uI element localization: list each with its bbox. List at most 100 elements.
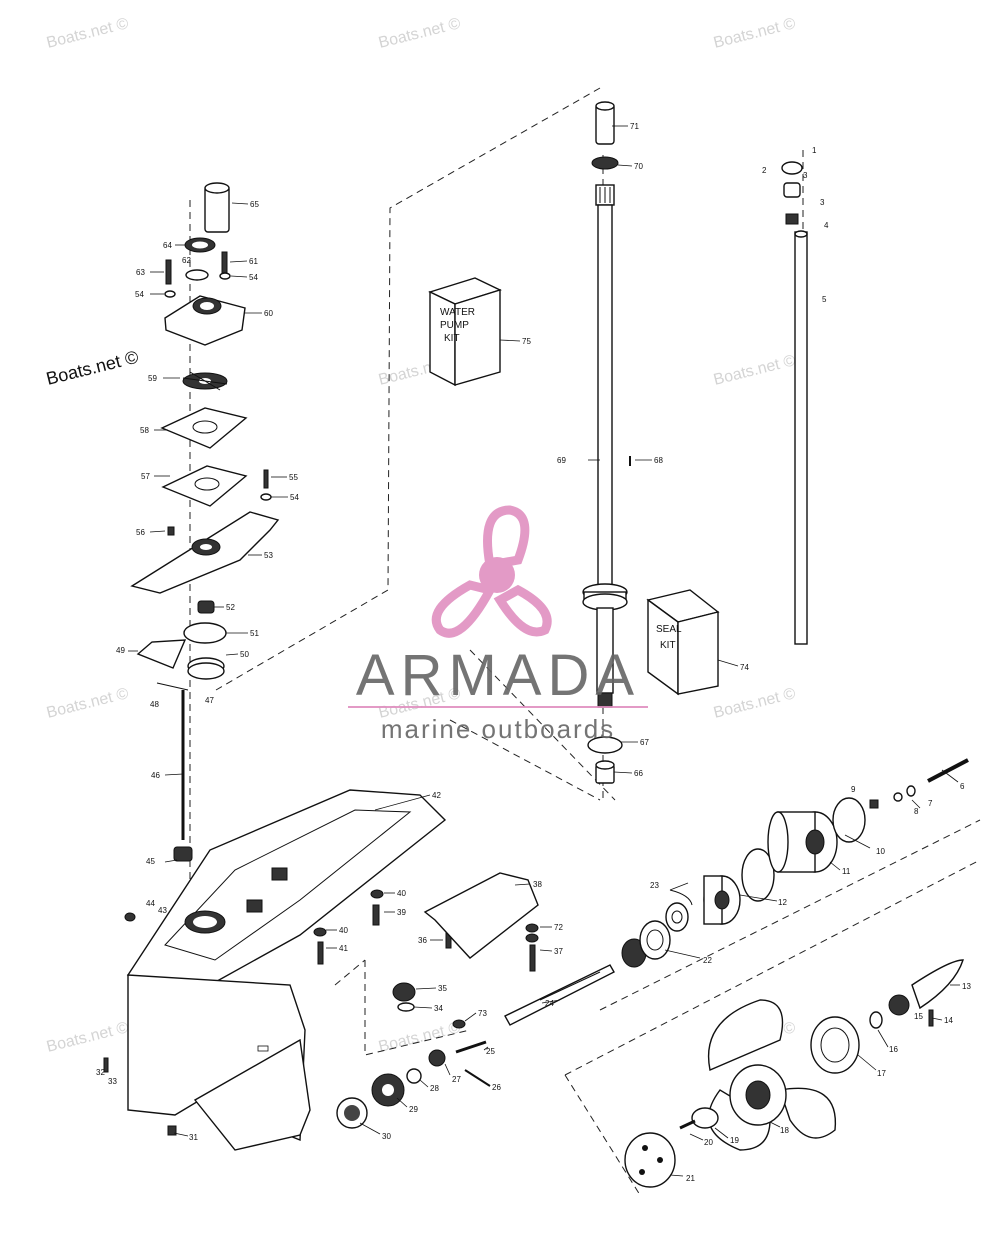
watermarks: Boats.net © Boats.net © Boats.net © Boat…: [44, 15, 797, 1056]
water-pump-assembly: [130, 182, 280, 691]
washer-icon: [893, 792, 903, 802]
callout-45: 45: [146, 857, 155, 866]
assembly-lines: [189, 87, 981, 1196]
prop-nut-icon: [888, 994, 910, 1016]
callout-51: 51: [250, 629, 259, 638]
callout-8: 8: [914, 807, 919, 816]
kit-label: PUMP: [440, 320, 469, 331]
callout-43: 43: [158, 906, 167, 915]
callout-64: 64: [163, 241, 172, 250]
callout-70: 70: [634, 162, 643, 171]
callout-10: 10: [876, 847, 885, 856]
callout-75: 75: [522, 337, 531, 346]
drive-gears: [336, 982, 491, 1129]
washer-icon: [164, 290, 176, 298]
o-ring-icon: [741, 848, 775, 902]
gearcase-housing: [103, 789, 447, 1151]
pump-cover-sleeve: [204, 182, 230, 233]
water-tube-assembly: [781, 161, 808, 645]
callout-37: 37: [554, 947, 563, 956]
callout-68: 68: [654, 456, 663, 465]
water-tube: [794, 231, 808, 645]
callout-62: 62: [182, 256, 191, 265]
callout-1: 1: [812, 146, 817, 155]
watermark: Boats.net ©: [712, 15, 798, 52]
callout-29: 29: [409, 1105, 418, 1114]
washer-icon: [406, 1068, 422, 1084]
callout-60: 60: [264, 309, 273, 318]
nut-icon: [124, 912, 136, 922]
callout-2: 2: [762, 166, 767, 175]
callout-59: 59: [148, 374, 157, 383]
callout-27: 27: [452, 1075, 461, 1084]
callout-14: 14: [944, 1016, 953, 1025]
callout-12: 12: [778, 898, 787, 907]
callout-33: 33: [108, 1077, 117, 1086]
callout-19: 19: [730, 1136, 739, 1145]
callout-5: 5: [822, 295, 827, 304]
watermark: Boats.net ©: [712, 352, 798, 389]
watermark: Boats.net ©: [45, 15, 131, 52]
watermark: Boats.net ©: [377, 1019, 463, 1056]
callout-17: 17: [877, 1069, 886, 1078]
bushing-sleeve: [595, 101, 615, 145]
callout-54: 54: [135, 290, 144, 299]
callout-35: 35: [438, 984, 447, 993]
watermark: Boats.net ©: [45, 685, 131, 722]
pinion-gear-icon: [392, 982, 416, 1002]
callout-40: 40: [339, 926, 348, 935]
callout-16: 16: [889, 1045, 898, 1054]
callout-26: 26: [492, 1083, 501, 1092]
callout-57: 57: [141, 472, 150, 481]
driveshaft-assembly: [582, 101, 631, 784]
propeller-shaft: [504, 964, 615, 1026]
callout-47: 47: [205, 696, 214, 705]
impeller-plate-gasket: [160, 407, 248, 449]
needle-bearing: [595, 760, 615, 784]
callout-74: 74: [740, 663, 749, 672]
callout-labels: 1 2 3 3 4 5 6 7 8 9 10 11 12 13 14 15 16…: [96, 122, 971, 1183]
seal-kit: SEAL KIT: [646, 589, 720, 696]
shift-rod: [173, 690, 193, 862]
shift-rod-connector: [173, 846, 193, 862]
callout-40: 40: [397, 889, 406, 898]
seal-icon: [197, 600, 215, 614]
callout-28: 28: [430, 1084, 439, 1093]
o-ring-icon: [832, 797, 866, 843]
callout-50: 50: [240, 650, 249, 659]
callout-36: 36: [418, 936, 427, 945]
callout-53: 53: [264, 551, 273, 560]
callout-31: 31: [189, 1133, 198, 1142]
nut-icon: [869, 799, 879, 809]
callout-3: 3: [803, 171, 808, 180]
bolt-icon: [263, 469, 269, 489]
drive-shaft: [582, 184, 628, 708]
wear-plate: [161, 465, 248, 507]
armada-logo: ARMADA marine outboards: [348, 505, 648, 744]
callout-30: 30: [382, 1132, 391, 1141]
prop-cone-icon: [911, 959, 964, 1010]
water-pump-kit: WATER PUMP KIT: [428, 277, 502, 387]
kit-label: SEAL: [656, 624, 682, 635]
washer-icon: [906, 785, 916, 797]
bearing-carrier-assembly: [621, 758, 969, 968]
callout-13: 13: [962, 982, 971, 991]
impeller-icon: [182, 371, 228, 391]
callout-42: 42: [432, 791, 441, 800]
callout-49: 49: [116, 646, 125, 655]
kit-label: KIT: [660, 640, 676, 651]
washer-icon: [219, 272, 231, 280]
propeller-thrust-hub: [810, 1016, 860, 1074]
callout-55: 55: [289, 473, 298, 482]
callout-58: 58: [140, 426, 149, 435]
callout-9: 9: [851, 785, 856, 794]
long-bolt-icon: [927, 758, 969, 783]
callout-22: 22: [703, 956, 712, 965]
callout-39: 39: [397, 908, 406, 917]
callout-21: 21: [686, 1174, 695, 1183]
pump-housing: [164, 295, 246, 346]
o-ring-icon: [183, 622, 227, 644]
callout-23: 23: [650, 881, 659, 890]
retainer-ring-icon: [669, 889, 693, 906]
